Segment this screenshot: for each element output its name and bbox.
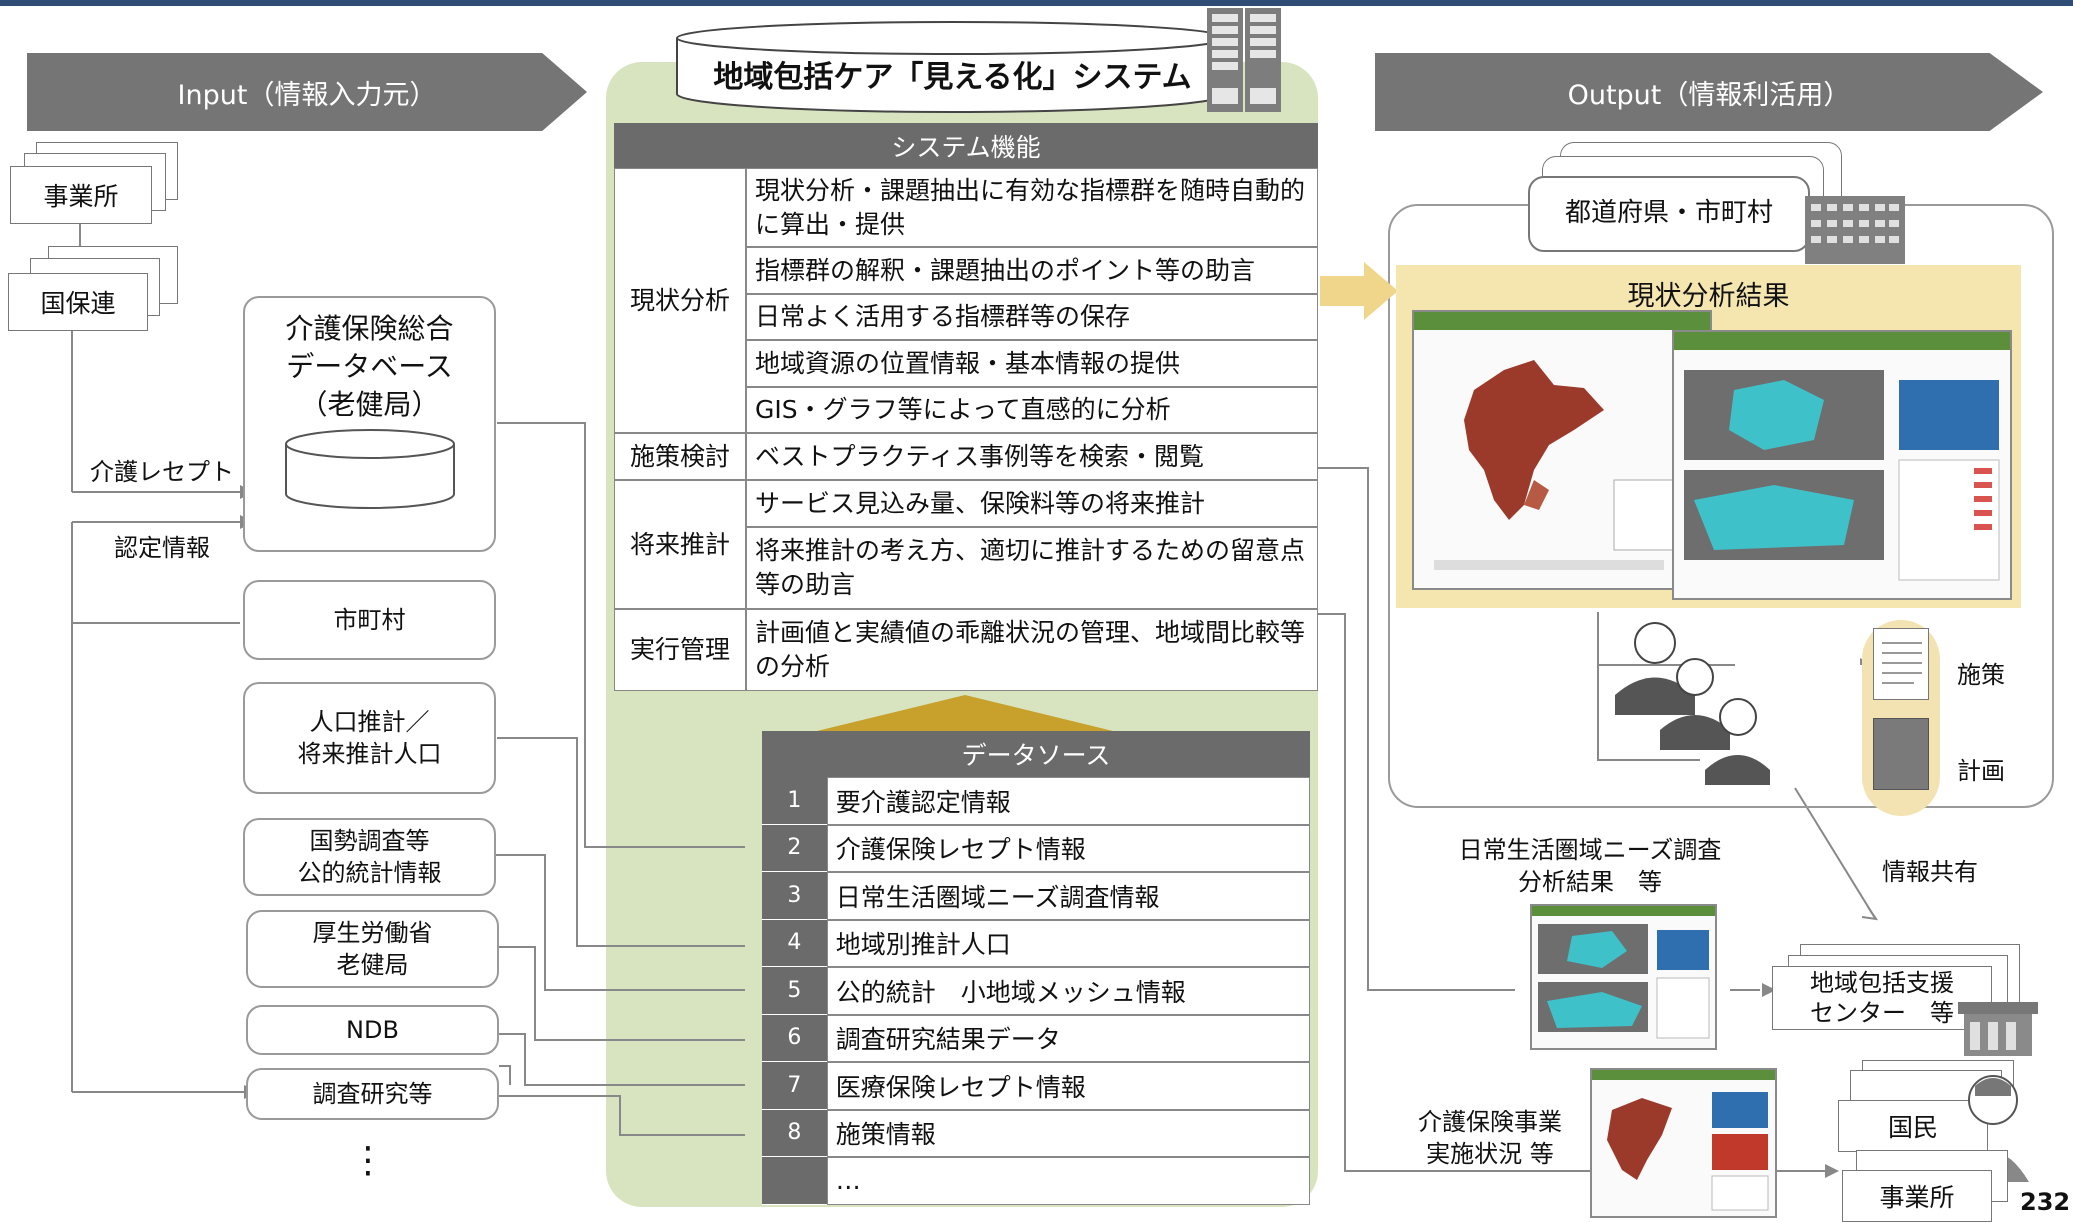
system-cylinder [676,21,1228,113]
function-item: サービス見込み量、保険料等の将来推計 [746,480,1318,527]
screenshot-teal-window [1672,330,2012,600]
function-item: 地域資源の位置情報・基本情報の提供 [746,340,1318,387]
kokumin-box: 国民 [1838,1100,1988,1152]
source-label: 公的統計 小地域メッシュ情報 [826,967,1310,1015]
function-item: 計画値と実績値の乖離状況の管理、地域間比較等の分析 [746,609,1318,691]
source-number: 1 [762,777,827,825]
source-label: 介護保険レセプト情報 [826,824,1310,872]
function-item: 将来推計の考え方、適切に推計するための留意点等の助言 [746,527,1318,609]
screenshot-map-window [1412,310,1712,590]
up-arrow-triangle [817,695,1113,731]
city-building-icon [1805,196,1905,264]
jisshi-label: 介護保険事業 実施状況 等 [1418,1108,1562,1169]
category-jikko: 実行管理 [614,609,746,691]
function-item: 現状分析・課題抽出に有効な指標群を随時自動的に算出・提供 [746,168,1318,247]
source-number: 8 [762,1109,827,1157]
needs-label: 日常生活圏域ニーズ調査 分析結果 等 [1458,836,1722,897]
category-shisaku: 施策検討 [614,433,746,480]
result-title: 現状分析結果 [1627,281,1790,312]
pref-box: 都道府県・市町村 [1528,176,1810,252]
source-number: 2 [762,824,827,872]
function-item: ベストプラクティス事例等を検索・閲覧 [746,433,1318,480]
function-item: 指標群の解釈・課題抽出のポイント等の助言 [746,247,1318,294]
jigyosho-box: 事業所 [10,166,152,224]
jinko-box: 人口推計／ 将来推計人口 [243,682,496,794]
database-cylinder-icon [285,429,455,509]
kaigo-db-box: 介護保険総合 データベース （老健局） [243,296,496,552]
people-icon [1610,615,1780,785]
functions-header: システム機能 [614,123,1318,168]
keikaku-label: 計画 [1957,757,2005,785]
source-row: … [762,1157,1310,1205]
source-number: 3 [762,872,827,920]
function-item: 日常よく活用する指標群等の保存 [746,294,1318,340]
category-shorai: 将来推計 [614,480,746,609]
source-label: 調査研究結果データ [826,1014,1310,1062]
kokusei-box: 国勢調査等 公的統計情報 [243,818,496,896]
source-number: 7 [762,1062,827,1110]
jisshi-screenshot [1590,1068,1777,1218]
source-label: … [826,1157,1310,1205]
input-header: Input（情報入力元） [27,53,587,131]
ndb-box: NDB [246,1005,499,1055]
source-label: 日常生活圏域ニーズ調査情報 [826,872,1310,920]
result-arrow [1320,262,1398,320]
function-item: GIS・グラフ等によって直感的に分析 [746,387,1318,433]
source-label: 医療保険レセプト情報 [826,1062,1310,1110]
source-number: 5 [762,967,827,1015]
source-number: 4 [762,919,827,967]
nintei-label: 認定情報 [114,534,210,562]
server-icon [1207,8,1281,112]
center-building-icon [1958,1002,2038,1056]
plan-book-icon [1873,718,1929,790]
chosa-box: 調査研究等 [246,1068,499,1120]
source-number: 6 [762,1014,827,1062]
top-rule [0,0,2073,6]
koroso-box: 厚生労働省 老健局 [246,910,499,988]
more-input-dots: ⋮ [350,1140,386,1181]
center-box: 地域包括支援 センター 等 [1772,966,1992,1030]
source-label: 地域別推計人口 [826,919,1310,967]
source-label: 施策情報 [826,1109,1310,1157]
kokuhoren-box: 国保連 [8,273,148,331]
needs-screenshot [1530,904,1717,1050]
page-number: 232 [2020,1188,2071,1216]
category-genjo: 現状分析 [614,168,746,433]
output-header: Output（情報利活用） [1375,53,2043,131]
shichoson-box: 市町村 [243,580,496,660]
policy-doc-icon [1873,628,1929,700]
jigyosho-out-box: 事業所 [1842,1170,1992,1222]
kaigo-receipt-label: 介護レセプト [90,458,234,486]
system-title: 地域包括ケア「見える化」システム [713,60,1192,95]
source-number [762,1157,827,1205]
shisaku-label: 施策 [1957,661,2005,689]
johokyoyu-label: 情報共有 [1882,858,1978,886]
source-label: 要介護認定情報 [826,777,1310,825]
sources-header: データソース [762,731,1310,777]
